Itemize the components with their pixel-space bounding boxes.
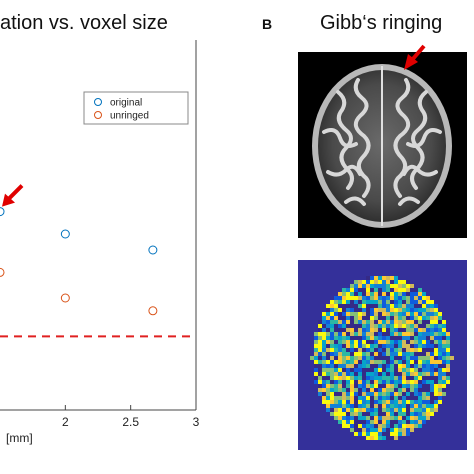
point-unringed-1: [60, 293, 70, 303]
legend-label-original: original: [110, 98, 142, 109]
chart-axes: 2 2.5 3 [mm]: [0, 40, 200, 445]
legend-label-unringed: unringed: [110, 111, 149, 122]
mri-brain-image: [298, 52, 467, 238]
chart-marks: [0, 184, 196, 338]
point-original-2: [148, 245, 158, 255]
ringing-map-image: [298, 260, 467, 450]
panel-b-letter: B: [262, 16, 273, 32]
panel-b-title: Gibb‘s ringing: [320, 12, 443, 34]
legend-box: [83, 91, 189, 125]
chart-legend: original unringed: [83, 91, 189, 125]
point-original-1: [60, 229, 70, 239]
x-axis-label: [mm]: [6, 431, 33, 445]
panel-a-title: ation vs. voxel size: [0, 12, 168, 34]
point-original-0: [0, 207, 5, 217]
red-arrow-shaft: [6, 184, 24, 202]
x-tick-label-2: 3: [193, 415, 200, 429]
point-unringed-0: [0, 267, 5, 277]
x-tick-label-0: 2: [62, 415, 69, 429]
legend-marker-original: [94, 98, 102, 106]
red-arrow-head: [2, 193, 15, 207]
x-tick-label-1: 2.5: [122, 415, 139, 429]
legend-marker-unringed: [94, 111, 102, 119]
point-unringed-2: [148, 306, 158, 316]
